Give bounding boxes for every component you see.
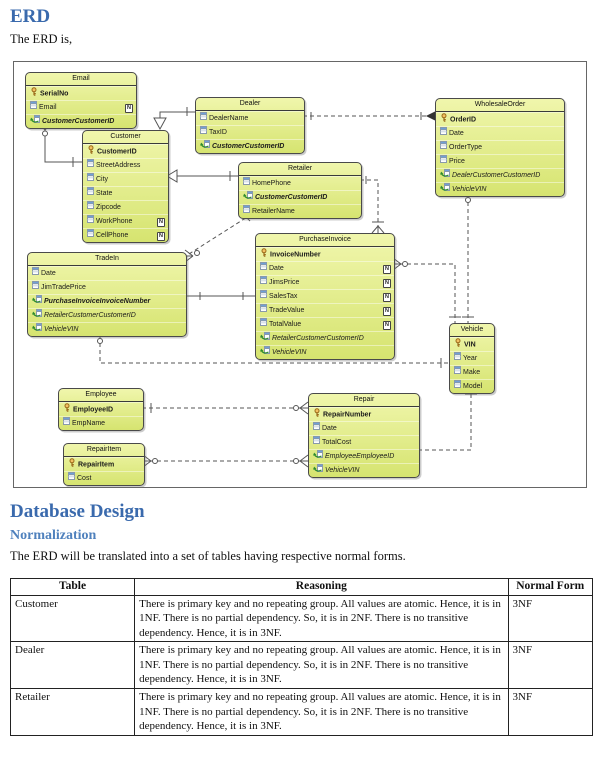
table-row: Retailer There is primary key and no rep… [9,688,594,736]
table-row: Dealer There is primary key and no repea… [9,641,594,690]
cell-reasoning: There is primary key and no repeating gr… [134,688,509,736]
erd-intro-text: The ERD is, [10,32,73,46]
header-reasoning: Reasoning [134,578,509,596]
header-table: Table [9,578,136,596]
cell-table-name: Customer [9,594,136,643]
page-title-database-design: Database Design [10,501,145,522]
header-normal-form: Normal Form [507,578,594,596]
cell-reasoning: There is primary key and no repeating gr… [134,641,509,690]
cell-normal-form: 3NF [507,688,594,736]
cell-normal-form: 3NF [507,594,594,643]
page-title-erd: ERD [10,6,51,27]
table-row: Customer There is primary key and no rep… [9,594,594,643]
normalization-intro-text: The ERD will be translated into a set of… [10,549,406,563]
cell-table-name: Dealer [9,641,136,690]
cell-table-name: Retailer [9,688,136,736]
normalization-table: Table Reasoning Normal Form Customer The… [9,578,594,736]
table-header-row: Table Reasoning Normal Form [9,578,594,596]
cell-reasoning: There is primary key and no repeating gr… [134,594,509,643]
cell-normal-form: 3NF [507,641,594,690]
section-title-normalization: Normalization [10,528,97,543]
erd-diagram-frame [13,61,587,488]
